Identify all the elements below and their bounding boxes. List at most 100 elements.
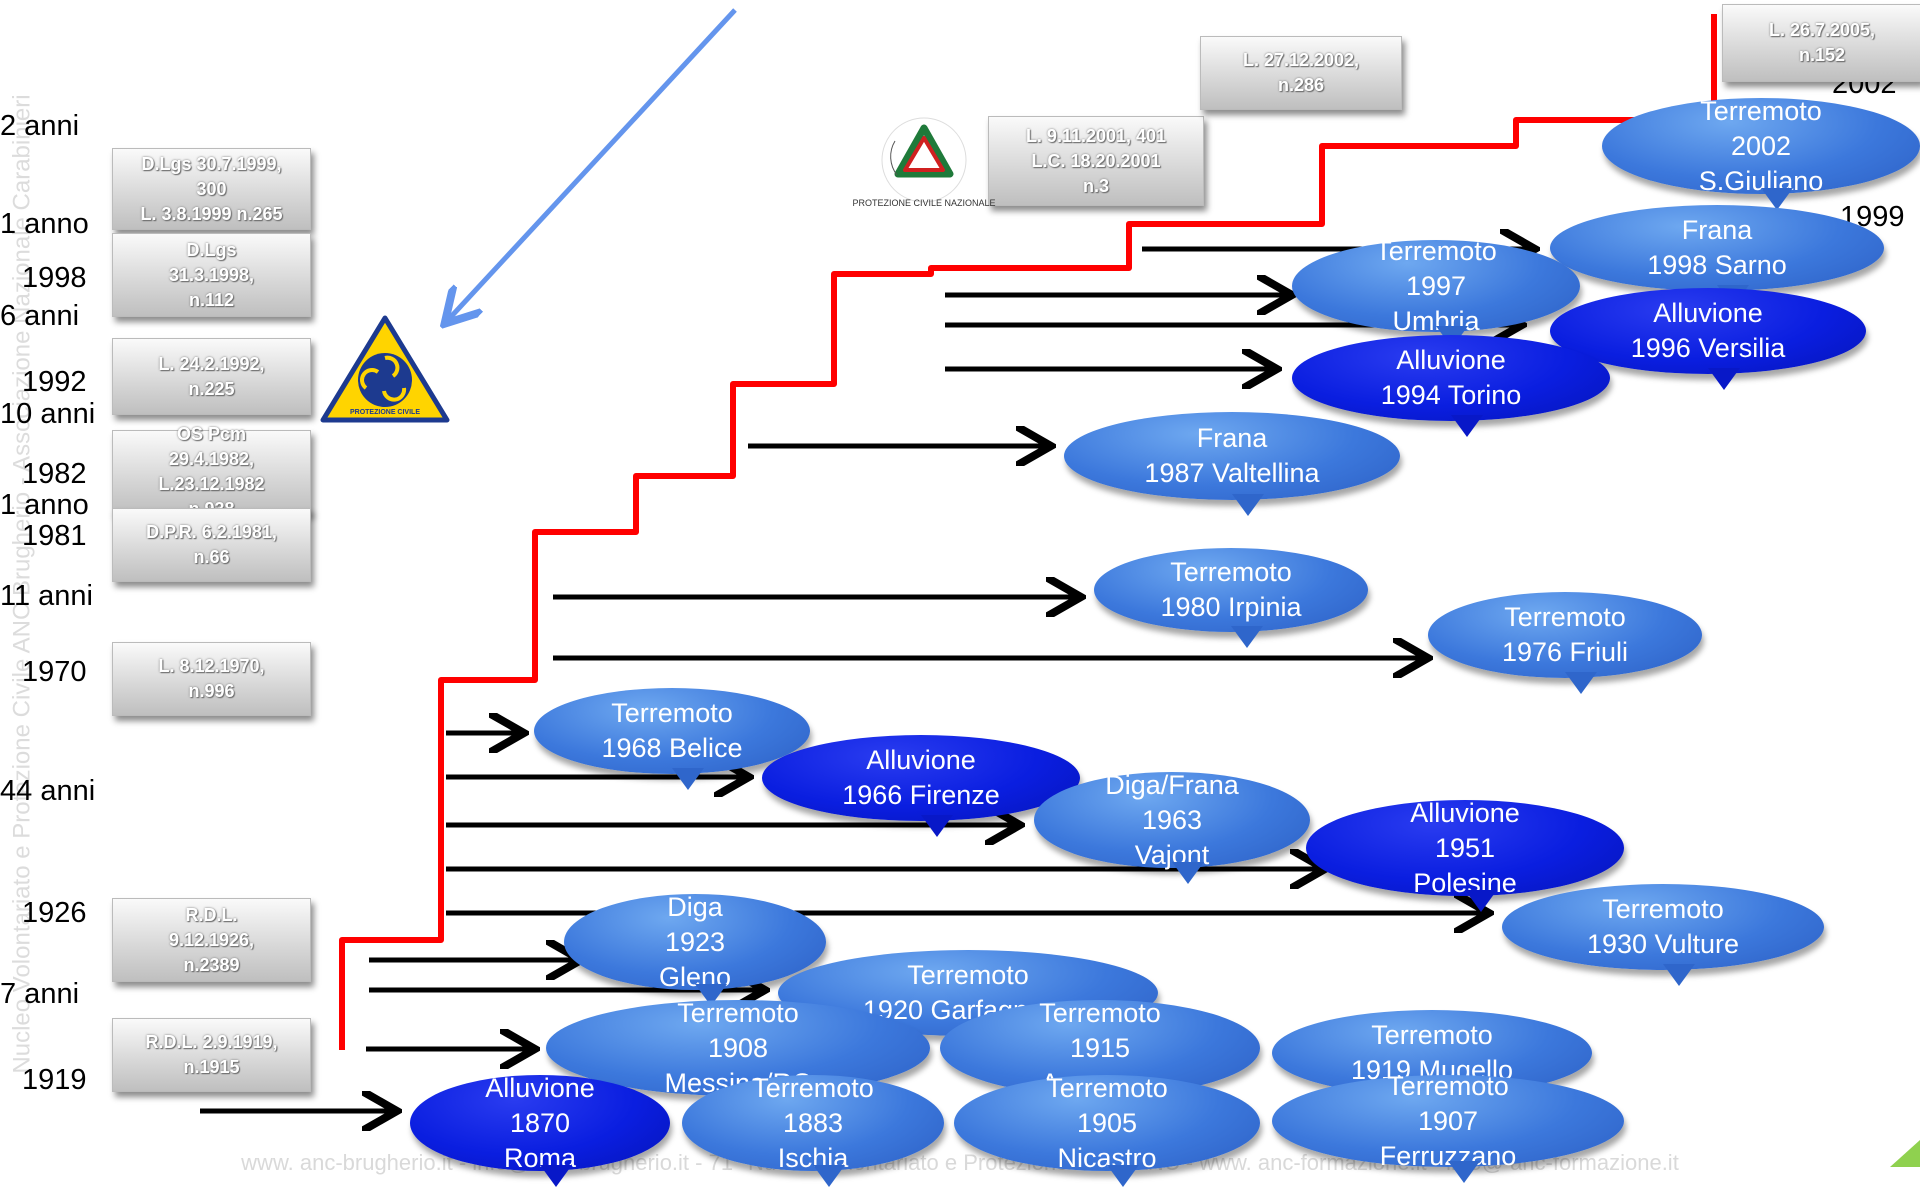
event-bubble: Diga 1923 Gleno — [564, 892, 826, 1006]
event-line: 1870 — [509, 1107, 571, 1138]
law-box: L. 27.12.2002, n.286 — [1200, 36, 1402, 110]
event-line: Frana — [1681, 215, 1753, 245]
event-line: Alluvione — [1410, 797, 1520, 828]
event-bubble: Alluvione 1966 Firenze — [762, 735, 1080, 837]
timeline-label: 10 anni — [0, 398, 96, 430]
law-box: R.D.L. 2.9.1919, n.1915 — [112, 1018, 311, 1092]
event-bubble: Terremoto 2002 S.Giuliano — [1602, 96, 1920, 210]
legislation-staircase — [339, 14, 1717, 1050]
event-line: Terremoto — [752, 1072, 874, 1103]
law-line: L.C. 18.20.2001 — [1031, 150, 1161, 171]
law-line: 300 — [196, 178, 227, 199]
event-bubble: Alluvione 1996 Versilia — [1550, 288, 1866, 390]
event-line: 1963 — [1141, 804, 1203, 835]
timeline-label: 2 anni — [0, 110, 80, 142]
law-line: n.3 — [1082, 175, 1109, 196]
event-line: Alluvione — [866, 745, 976, 775]
timeline-label: 1998 — [22, 262, 87, 294]
event-line: 1930 Vulture — [1586, 929, 1740, 959]
law-line: n.1915 — [183, 1057, 240, 1077]
law-box: R.D.L. 9.12.1926, n.2389 — [112, 898, 311, 982]
timeline-label: 44 anni — [0, 775, 96, 807]
logo-text: PROTEZIONE CIVILE — [350, 409, 420, 416]
law-line: n.112 — [188, 289, 235, 310]
event-line: Terremoto — [677, 997, 799, 1028]
event-line: 1976 Friuli — [1501, 637, 1629, 667]
protezione-civile-logo: PROTEZIONE CIVILE — [320, 315, 450, 423]
event-line: 1994 Torino — [1380, 380, 1522, 410]
event-line: 1915 — [1069, 1032, 1131, 1063]
law-box: L. 24.2.1992, n.225 — [112, 338, 311, 415]
event-line: Frana — [1196, 423, 1268, 453]
law-line: R.D.L. — [185, 904, 238, 925]
law-line: D.P.R. 6.2.1981, — [146, 522, 277, 542]
event-line: Alluvione — [1396, 345, 1506, 375]
event-line: 1968 Belice — [601, 733, 743, 763]
timeline-label: 1981 — [22, 520, 87, 552]
event-line: Polesine — [1413, 867, 1517, 898]
law-box: L. 8.12.1970, n.996 — [112, 642, 311, 716]
law-line: D.Lgs — [186, 239, 237, 260]
event-bubble: Terremoto 1883 Ischia — [682, 1073, 944, 1187]
law-line: n.66 — [193, 547, 230, 567]
law-line: n.286 — [1277, 75, 1325, 95]
event-line: Terremoto — [1039, 997, 1161, 1028]
timeline-label: 11 anni — [0, 580, 93, 612]
event-bubble: Terremoto 1997 Umbria — [1292, 236, 1580, 348]
timeline-label: 7 anni — [0, 978, 80, 1010]
law-line: L. 3.8.1999 n.265 — [140, 203, 283, 224]
law-line: 9.12.1926, — [168, 929, 255, 950]
event-line: Terremoto — [1387, 1070, 1509, 1101]
law-line: OS Pcm — [176, 424, 247, 444]
timeline-label: 1982 — [22, 458, 87, 490]
law-line: L. 26.7.2005, — [1768, 20, 1876, 40]
event-line: Diga — [667, 891, 723, 922]
event-bubble: Frana 1987 Valtellina — [1064, 412, 1400, 516]
event-bubble: Alluvione 1870 Roma — [410, 1073, 670, 1187]
event-bubble: Terremoto 1907 Ferruzzano — [1272, 1071, 1624, 1183]
event-bubble: Terremoto 1980 Irpinia — [1094, 548, 1368, 648]
law-line: 29.4.1982, — [168, 449, 255, 469]
event-line: 1951 — [1434, 832, 1496, 863]
event-bubble: Terremoto 1905 Nicastro — [954, 1073, 1260, 1187]
event-bubble: Terremoto 1930 Vulture — [1502, 884, 1824, 986]
event-line: Terremoto — [1602, 894, 1724, 924]
event-bubble: Alluvione 1951 Polesine — [1306, 798, 1624, 912]
event-bubble: Terremoto 1976 Friuli — [1428, 592, 1702, 694]
event-line: Terremoto — [1371, 1020, 1493, 1050]
event-line: 1997 — [1405, 270, 1467, 301]
event-line: Alluvione — [1653, 298, 1763, 328]
timeline-label: 1919 — [22, 1064, 87, 1096]
law-box: L. 26.7.2005, n.152 — [1722, 4, 1920, 82]
timeline-label: 1 anno — [0, 489, 89, 521]
timeline-label: 6 anni — [0, 300, 80, 332]
event-line: Terremoto — [1504, 602, 1626, 632]
event-line: 1907 — [1417, 1105, 1479, 1136]
timeline-label: 1926 — [22, 897, 87, 929]
law-box: D.Lgs 30.7.1999, 300 L. 3.8.1999 n.265 — [112, 148, 311, 230]
law-line: L.23.12.1982 — [158, 474, 265, 494]
event-line: 2002 — [1730, 130, 1792, 161]
event-line: Terremoto — [611, 698, 733, 728]
event-line: Terremoto — [1170, 557, 1292, 587]
event-line: 1905 — [1076, 1107, 1138, 1138]
law-line: L. 27.12.2002, — [1242, 50, 1360, 70]
event-line: Alluvione — [485, 1072, 595, 1103]
law-line: R.D.L. 2.9.1919, — [145, 1032, 278, 1052]
event-line: Terremoto — [1046, 1072, 1168, 1103]
event-line: 1980 Irpinia — [1160, 592, 1302, 622]
event-line: 1996 Versilia — [1630, 333, 1786, 363]
event-line: 1998 Sarno — [1647, 250, 1787, 280]
event-bubble: Terremoto 1968 Belice — [534, 688, 810, 790]
event-bubble: Diga/Frana 1963 Vajont — [1034, 770, 1310, 884]
event-line: 1923 — [664, 926, 726, 957]
timeline-label: 1970 — [22, 656, 87, 688]
logo-text: PROTEZIONE CIVILE NAZIONALE — [852, 198, 995, 208]
law-line: 31.3.1998, — [168, 264, 255, 285]
protezione-civile-nazionale-logo: PROTEZIONE CIVILE NAZIONALE — [852, 117, 996, 208]
event-line: Terremoto — [1700, 95, 1822, 126]
law-line: L. 24.2.1992, — [158, 353, 265, 374]
law-line: L. 9.11.2001, 401 — [1025, 125, 1167, 146]
event-line: 1908 — [707, 1032, 769, 1063]
law-line: n.996 — [188, 681, 235, 701]
